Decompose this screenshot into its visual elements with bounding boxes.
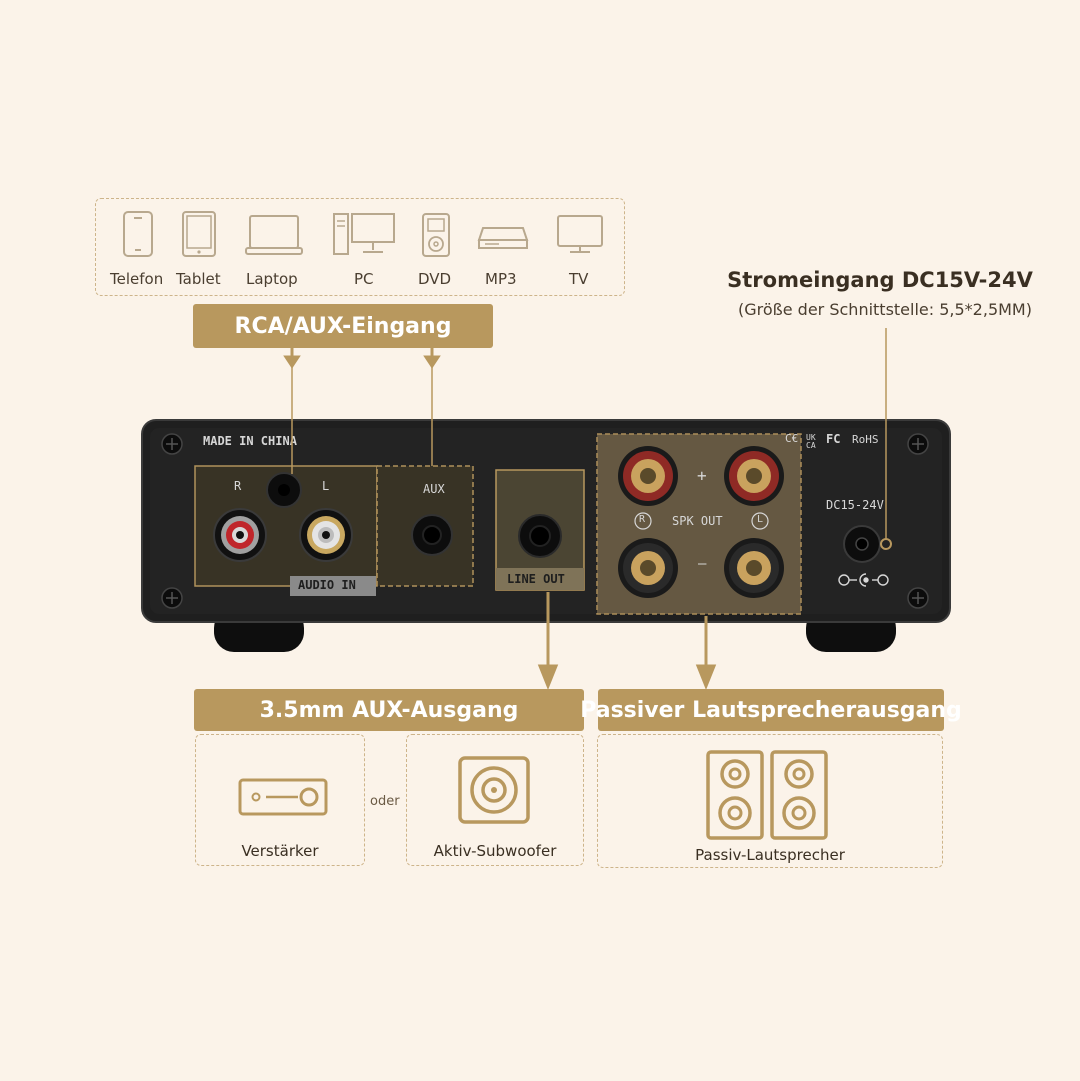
device-label-pc: PC (354, 270, 374, 288)
speaker-terminal-r-plus (618, 446, 678, 506)
device-label-mp3: MP3 (485, 270, 517, 288)
desktop-pc-icon (333, 213, 395, 255)
device-label-dvd: DVD (418, 270, 452, 288)
passive-speakers-icon (706, 750, 828, 840)
polarity-symbol (838, 573, 889, 587)
ce-mark: C€ (785, 432, 799, 445)
spk-r-badge: R (639, 514, 646, 525)
tv-icon (557, 215, 603, 253)
speaker-terminal-r-minus (618, 538, 678, 598)
subwoofer-label: Aktiv-Subwoofer (433, 842, 557, 860)
dc-voltage-label: DC15-24V (826, 498, 884, 512)
speaker-plus-label: + (697, 466, 707, 485)
mp3-player-icon (477, 227, 529, 249)
rca-r-label: R (234, 479, 242, 493)
aux-label: AUX (423, 482, 445, 496)
subwoofer-option-box (406, 734, 584, 866)
amplifier-icon (238, 778, 328, 816)
rca-l-label: L (322, 479, 330, 493)
or-label: oder (370, 794, 400, 809)
subwoofer-icon (458, 756, 530, 824)
passive-speaker-box (597, 734, 943, 868)
spk-l-badge: L (757, 514, 764, 525)
laptop-icon (245, 215, 303, 255)
tablet-icon (182, 211, 216, 257)
speaker-terminal-l-plus (724, 446, 784, 506)
line-out-label: LINE OUT (507, 572, 565, 586)
audio-in-label: AUDIO IN (298, 578, 356, 592)
aux-output-banner: 3.5mm AUX-Ausgang (194, 689, 584, 731)
made-in-china-label: MADE IN CHINA (203, 434, 297, 448)
passive-speaker-label: Passiv-Lautsprecher (695, 846, 845, 864)
device-label-laptop: Laptop (246, 270, 298, 288)
spk-out-label: SPK OUT (672, 514, 723, 528)
smartphone-icon (123, 211, 153, 257)
power-input-title: Stromeingang DC15V-24V (727, 268, 1033, 292)
power-input-subtitle: (Größe der Schnittstelle: 5,5*2,5MM) (738, 300, 1032, 319)
speaker-terminal-l-minus (724, 538, 784, 598)
dvd-player-icon (422, 213, 450, 257)
device-label-tv: TV (569, 270, 589, 288)
fcc-mark: FC (826, 432, 841, 446)
amplifier-label: Verstärker (241, 842, 319, 860)
device-label-telefon: Telefon (110, 270, 164, 288)
speaker-minus-label: – (698, 556, 707, 572)
ukca-mark: UK CA (806, 433, 816, 450)
device-label-tablet: Tablet (176, 270, 221, 288)
amplifier-rear-panel (141, 419, 951, 652)
source-devices-box (95, 198, 625, 296)
amplifier-option-box (195, 734, 365, 866)
rca-aux-input-banner: RCA/AUX-Eingang (193, 304, 493, 348)
speaker-output-banner: Passiver Lautsprecherausgang (580, 689, 962, 731)
rohs-mark: RoHS (852, 433, 879, 446)
